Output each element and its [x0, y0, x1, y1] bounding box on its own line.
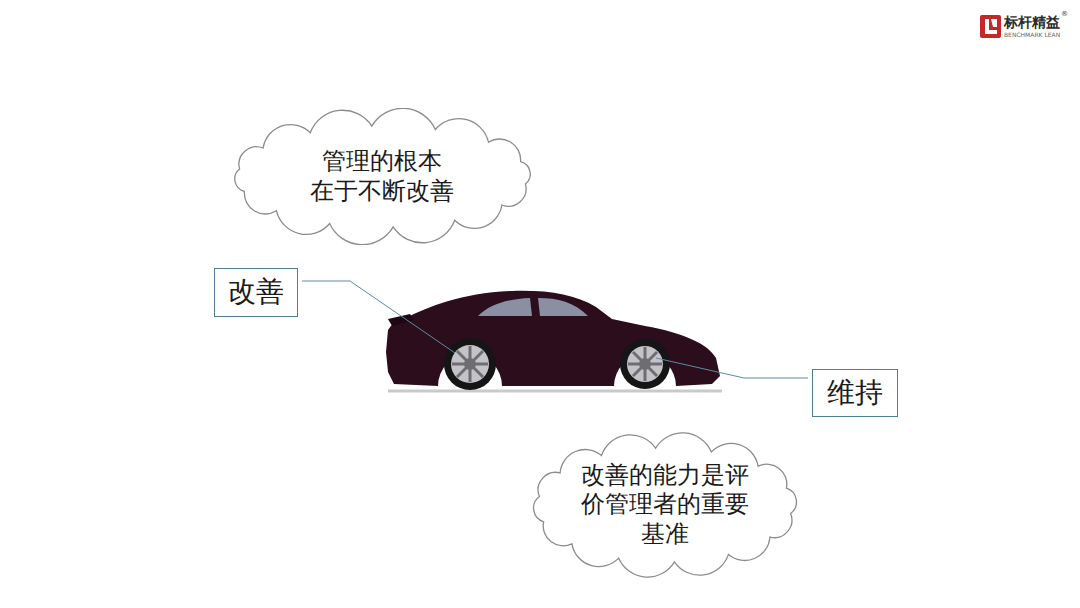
logo-subtitle: BENCHMARK LEAN [1004, 32, 1060, 39]
node-text: 管理的根本 在于不断改善 [309, 147, 455, 206]
cloud-outline [235, 108, 530, 244]
ground-shadow [388, 390, 722, 393]
car-body [386, 291, 720, 386]
trademark-mark: ® [1061, 11, 1068, 19]
leader-line [656, 358, 808, 378]
label-box: 维持 [812, 369, 898, 417]
car-window [478, 298, 532, 316]
node-text: 维持 [827, 376, 883, 410]
front-wheel [620, 339, 670, 389]
cloud-outline [534, 433, 797, 577]
node-text: 改善的能力是评 价管理者的重要 基准 [580, 461, 750, 549]
logo-text: 标杆精益 [1004, 15, 1060, 30]
label-box: 改善 [214, 268, 298, 317]
rear-wheel [444, 338, 496, 390]
car-window [538, 298, 588, 316]
leader-line [302, 281, 455, 353]
node-text: 改善 [228, 275, 284, 309]
cloud-callout: 管理的根本 在于不断改善 [220, 108, 545, 245]
cloud-callout: 改善的能力是评 价管理者的重要 基准 [520, 430, 810, 580]
logo-icon [980, 15, 1001, 38]
